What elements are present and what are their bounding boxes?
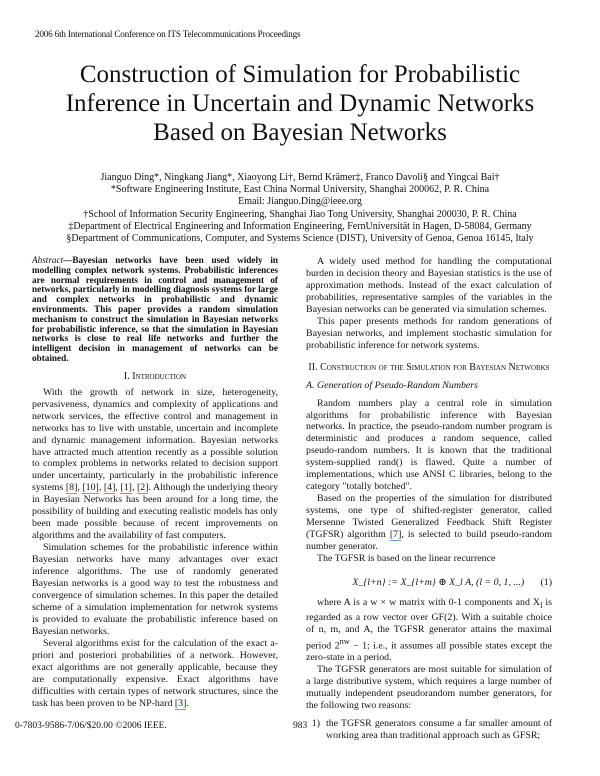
paragraph: where A is a w × w matrix with 0-1 compo…	[306, 597, 552, 664]
section-heading: II. Construction of the Simulation for B…	[308, 361, 550, 373]
text-run: nw	[339, 636, 350, 646]
text-run: where A is a w × w matrix with 0-1 compo…	[317, 596, 541, 608]
list-text: the TGFSR generators consume a far small…	[326, 717, 552, 741]
section-body: With the growth of network in size, hete…	[32, 387, 278, 710]
author-block: Jianguo Ding*, Ningkang Jiang*, Xiaoyong…	[0, 172, 600, 245]
text-run: ,	[77, 482, 83, 494]
left-column: Abstract—Bayesian networks have been use…	[32, 255, 278, 710]
text-run: , is selected to build pseudo-random num…	[306, 529, 552, 553]
section-heading: I. Introduction	[123, 370, 187, 382]
text-run: Random numbers play a central role in si…	[306, 397, 552, 493]
title-line: Inference in Uncertain and Dynamic Netwo…	[65, 90, 535, 117]
citation-link[interactable]: [10]	[82, 482, 99, 495]
paragraph: This paper presents methods for random g…	[306, 316, 552, 352]
equation-number: (1)	[540, 576, 552, 588]
abstract-text: —Bayesian networks have been used widely…	[32, 255, 278, 363]
text-run: The TGFSR is based on the linear recurre…	[317, 552, 496, 564]
text-run: With the growth of network in size, hete…	[32, 386, 278, 494]
citation-link[interactable]: [8]	[65, 482, 78, 495]
copyright-notice: 0-7803-9586-7/06/$20.00 ©2006 IEEE.	[15, 721, 167, 731]
paper-title: Construction of Simulation for Probabili…	[0, 60, 600, 147]
author-names: Jianguo Ding*, Ningkang Jiang*, Xiaoyong…	[100, 172, 500, 183]
abstract: Abstract—Bayesian networks have been use…	[32, 255, 278, 364]
text-run: ,	[131, 482, 137, 494]
subsection-heading: A. Generation of Pseudo-Random Numbers	[306, 379, 478, 391]
text-run: is regarded as a row vector over GF(2). …	[306, 596, 553, 651]
text-run: ,	[115, 482, 121, 494]
affiliation: †School of Information Security Engineer…	[83, 208, 517, 220]
paragraph: A widely used method for handling the co…	[306, 256, 552, 316]
text-run: .	[186, 697, 189, 709]
right-column: A widely used method for handling the co…	[306, 256, 552, 742]
section-body: where A is a w × w matrix with 0-1 compo…	[306, 597, 552, 712]
section-body: Random numbers play a central role in si…	[306, 398, 552, 565]
paragraph: With the growth of network in size, hete…	[32, 387, 278, 542]
equation-text: X_{l+n} := X_{l+m} ⊕ X_l A, (l = 0, 1, .…	[352, 576, 525, 588]
author-email[interactable]: Email: Jianguo.Ding@ieee.org	[238, 196, 362, 208]
equation: X_{l+n} := X_{l+m} ⊕ X_l A, (l = 0, 1, .…	[306, 577, 552, 589]
citation-link[interactable]: [3]	[174, 697, 187, 710]
title-line: Construction of Simulation for Probabili…	[79, 61, 521, 88]
paragraph: Random numbers play a central role in si…	[306, 398, 552, 494]
paragraph: The TGFSR generators are most suitable f…	[306, 664, 552, 712]
section-body-continued: A widely used method for handling the co…	[306, 256, 552, 352]
citation-link[interactable]: [7]	[389, 529, 402, 542]
text-run: A widely used method for handling the co…	[306, 256, 552, 315]
citation-link[interactable]: [1]	[120, 482, 132, 495]
text-run: ,	[98, 482, 104, 494]
paragraph: Several algorithms exist for the calcula…	[32, 638, 278, 710]
text-run: . Although the underlying theory in Baye…	[32, 482, 279, 542]
paragraph: Simulation schemes for the probabilistic…	[32, 542, 278, 638]
paragraph: The TGFSR is based on the linear recurre…	[306, 553, 552, 565]
citation-link[interactable]: [4]	[103, 482, 116, 495]
text-run: l	[540, 600, 543, 610]
text-run: The TGFSR generators are most suitable f…	[306, 663, 552, 711]
citation-link[interactable]: [2]	[136, 482, 149, 495]
list-number: 1)	[311, 717, 320, 729]
abstract-label: Abstract	[32, 255, 64, 265]
text-run: Several algorithms exist for the calcula…	[32, 637, 278, 709]
conference-header: 2006 6th International Conference on ITS…	[35, 29, 301, 39]
affiliation: ‡Department of Electrical Engineering an…	[68, 220, 532, 232]
paragraph: Based on the properties of the simulatio…	[306, 493, 552, 553]
page-number: 983	[293, 721, 308, 731]
text-run: This paper presents methods for random g…	[306, 315, 552, 351]
affiliation: §Department of Communications, Computer,…	[66, 233, 534, 245]
list-item: 1) the TGFSR generators consume a far sm…	[306, 718, 552, 742]
affiliation: *Software Engineering Institute, East Ch…	[110, 184, 490, 196]
text-run: Based on the properties of the simulatio…	[306, 493, 552, 541]
title-line: Based on Bayesian Networks	[153, 119, 447, 146]
text-run: Simulation schemes for the probabilistic…	[32, 542, 278, 637]
text-run: − 1; i.e., it assumes all possible state…	[306, 640, 552, 663]
